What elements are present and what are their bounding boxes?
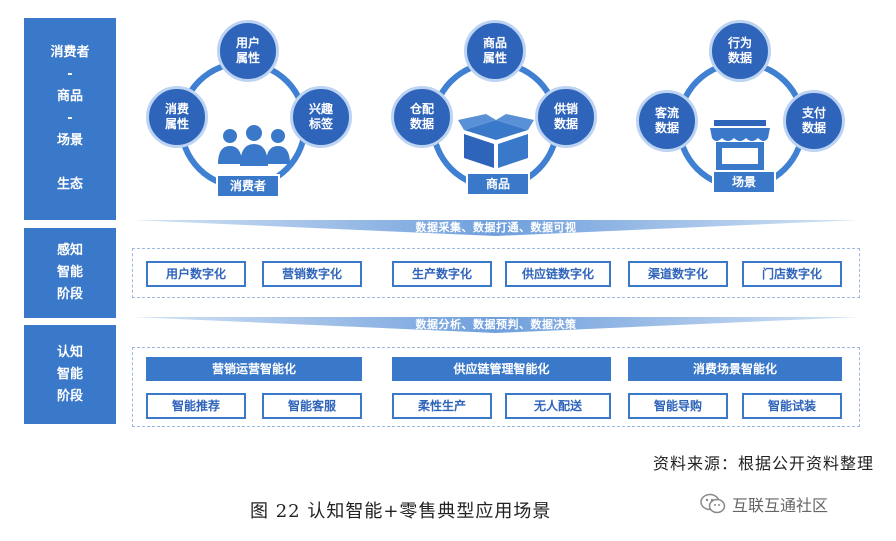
cognition-smart-service: 智能客服 bbox=[262, 393, 362, 419]
people-icon bbox=[218, 125, 290, 166]
tag-scene: 场景 bbox=[712, 170, 776, 194]
cognition-unmanned-delivery: 无人配送 bbox=[505, 393, 611, 419]
perception-production: 生产数字化 bbox=[392, 261, 492, 287]
box-icon bbox=[458, 114, 534, 168]
tag-consumer: 消费者 bbox=[216, 174, 280, 198]
source-note: 资料来源：根据公开资料整理 bbox=[652, 454, 874, 473]
node-warehouse-data: 仓配 数据 bbox=[391, 86, 453, 148]
perception-container bbox=[132, 248, 860, 298]
watermark: 互联互通社区 bbox=[700, 492, 828, 516]
perception-supply-chain: 供应链数字化 bbox=[505, 261, 611, 287]
band-collection-label: 数据采集、数据打通、数据可视 bbox=[415, 221, 577, 234]
watermark-text: 互联互通社区 bbox=[732, 496, 829, 515]
cognition-smart-guide: 智能导购 bbox=[628, 393, 728, 419]
figure-caption: 图 22 认知智能+零售典型应用场景 bbox=[250, 501, 552, 522]
node-interest-tags: 兴趣 标签 bbox=[290, 86, 352, 148]
cognition-flexible-production: 柔性生产 bbox=[392, 393, 492, 419]
band-analysis-label: 数据分析、数据预判、数据决策 bbox=[415, 318, 577, 331]
node-product-attributes: 商品 属性 bbox=[464, 20, 526, 82]
stage-cognition: 认知 智能 阶段 bbox=[24, 325, 116, 424]
arrow-band-collection bbox=[132, 220, 860, 236]
node-consumption-attributes: 消费 属性 bbox=[146, 86, 208, 148]
store-icon bbox=[710, 120, 770, 170]
wechat-icon bbox=[700, 493, 726, 514]
stage-perception: 感知 智能 阶段 bbox=[24, 228, 116, 318]
cognition-container bbox=[132, 347, 860, 427]
node-supply-sales-data: 供销 数据 bbox=[535, 86, 597, 148]
perception-channel: 渠道数字化 bbox=[628, 261, 728, 287]
arrow-band-analysis bbox=[132, 317, 860, 333]
node-traffic-data: 客流 数据 bbox=[636, 90, 698, 152]
node-user-attributes: 用户 属性 bbox=[217, 20, 279, 82]
cognition-head-scene: 消费场景智能化 bbox=[628, 357, 842, 381]
node-payment-data: 支付 数据 bbox=[783, 90, 845, 152]
perception-marketing: 营销数字化 bbox=[262, 261, 362, 287]
cognition-head-supply-chain: 供应链管理智能化 bbox=[392, 357, 611, 381]
perception-user: 用户数字化 bbox=[146, 261, 246, 287]
node-behavior-data: 行为 数据 bbox=[709, 20, 771, 82]
cognition-head-marketing: 营销运营智能化 bbox=[146, 357, 362, 381]
cognition-smart-recommend: 智能推荐 bbox=[146, 393, 246, 419]
tag-product: 商品 bbox=[466, 172, 530, 196]
stage-ecosystem: 消费者 - 商品 - 场景 生态 bbox=[24, 18, 116, 220]
cognition-smart-tryon: 智能试装 bbox=[742, 393, 842, 419]
perception-store: 门店数字化 bbox=[742, 261, 842, 287]
